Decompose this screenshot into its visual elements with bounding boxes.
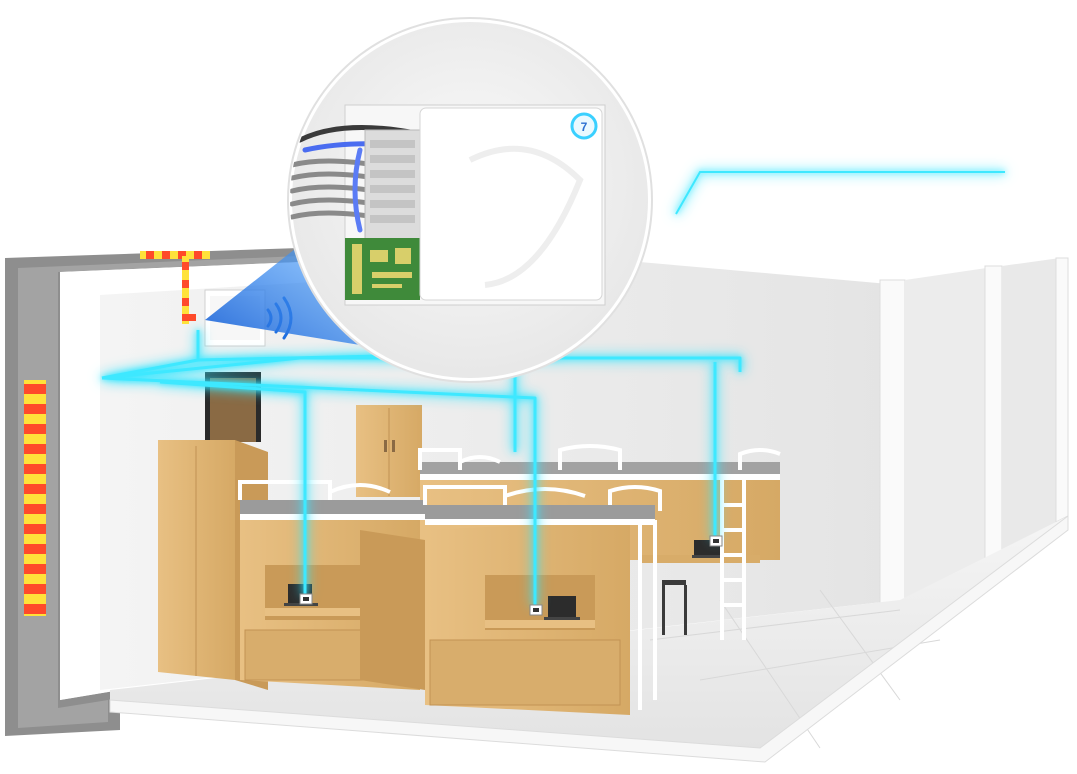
bunk-bed-front-right bbox=[423, 485, 662, 715]
pcb-board bbox=[345, 238, 420, 300]
network-port-icon bbox=[299, 593, 313, 605]
device-zoom-circle: 7 bbox=[287, 17, 653, 383]
room-divider-2 bbox=[984, 265, 1003, 567]
device-cover-panel bbox=[419, 107, 603, 301]
brand-logo-icon: 7 bbox=[570, 112, 598, 140]
bunk-bed-front-left bbox=[238, 480, 425, 690]
laptop-icon bbox=[544, 596, 580, 620]
svg-text:7: 7 bbox=[581, 120, 588, 134]
floor bbox=[110, 516, 1068, 748]
network-port-icon bbox=[529, 604, 543, 616]
zoom-cone bbox=[205, 245, 360, 345]
wardrobe-back bbox=[356, 405, 422, 497]
callout-line bbox=[675, 171, 1005, 215]
room-divider-1 bbox=[879, 279, 906, 613]
network-port-icon bbox=[709, 535, 723, 547]
warning-stripes bbox=[24, 251, 210, 616]
